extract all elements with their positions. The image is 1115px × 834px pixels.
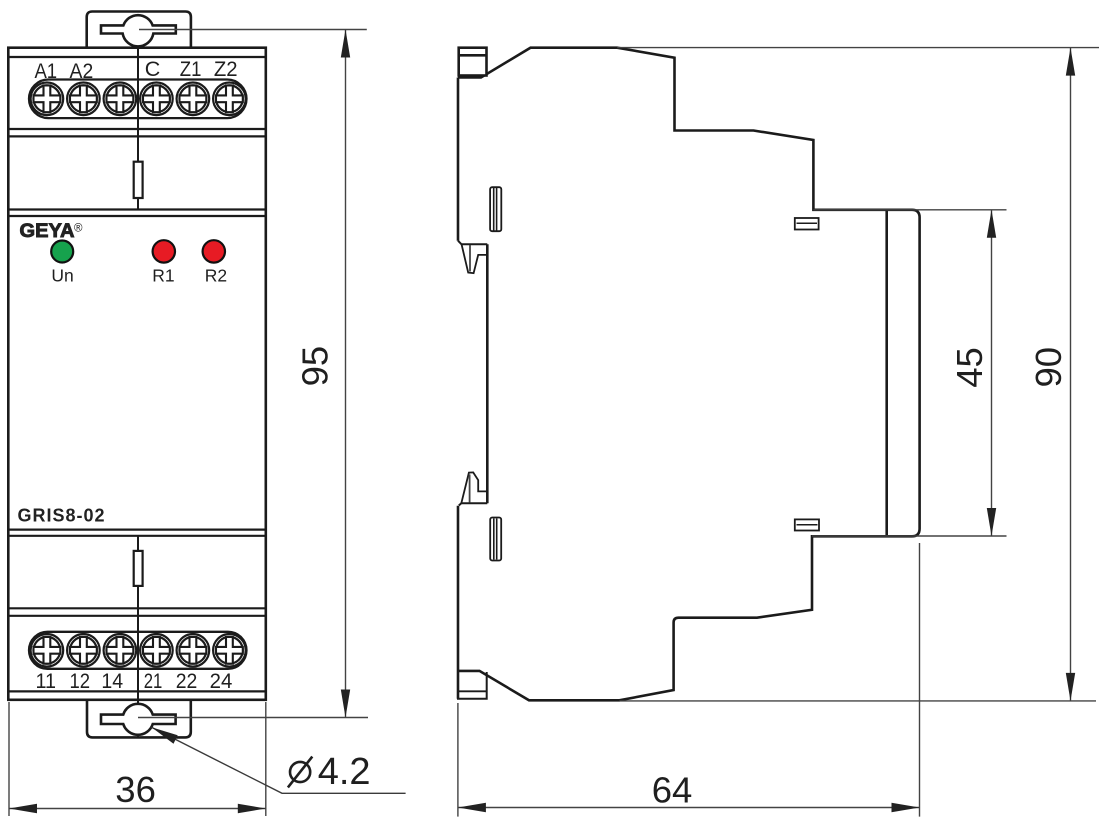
svg-text:GRIS8-02: GRIS8-02 (18, 505, 106, 525)
svg-text:21: 21 (144, 669, 163, 693)
svg-text:A1: A1 (34, 59, 57, 83)
svg-text:®: ® (74, 223, 83, 235)
svg-text:90: 90 (1028, 347, 1069, 388)
svg-text:11: 11 (35, 669, 56, 693)
svg-text:12: 12 (70, 669, 91, 693)
svg-text:C: C (145, 57, 161, 81)
svg-text:24: 24 (210, 669, 233, 693)
svg-text:95: 95 (295, 346, 336, 387)
svg-text:45: 45 (949, 347, 990, 388)
svg-text:22: 22 (176, 669, 198, 693)
svg-text:R1: R1 (152, 266, 174, 286)
svg-text:GEYA: GEYA (20, 220, 75, 242)
svg-text:A2: A2 (70, 59, 94, 83)
svg-text:14: 14 (101, 669, 123, 693)
svg-text:36: 36 (115, 769, 156, 810)
svg-text:Z2: Z2 (214, 57, 238, 81)
svg-text:64: 64 (652, 770, 693, 811)
svg-text:4.2: 4.2 (318, 751, 371, 793)
svg-text:Z1: Z1 (180, 57, 202, 81)
svg-text:R2: R2 (205, 266, 227, 286)
svg-text:Un: Un (51, 266, 73, 286)
